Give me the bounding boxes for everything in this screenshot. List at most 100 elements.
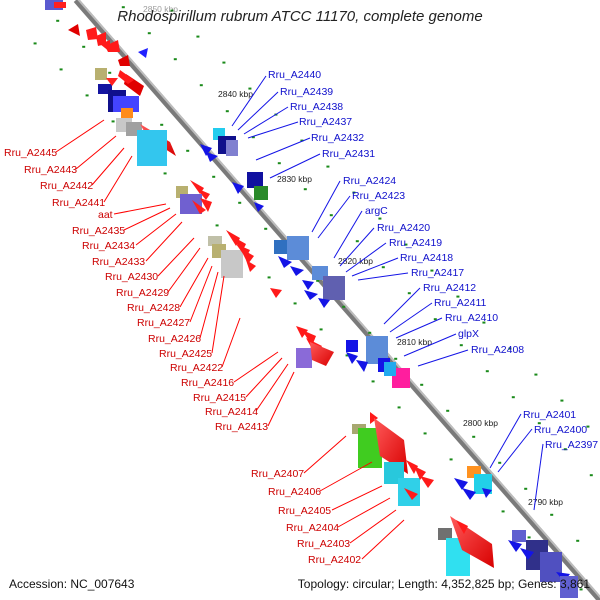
guide-dot xyxy=(459,344,463,347)
gene-label: Rru_A2402 xyxy=(308,554,361,566)
callout-line xyxy=(255,137,311,161)
guide-dot xyxy=(56,19,60,22)
guide-dot xyxy=(303,188,307,191)
guide-dot xyxy=(472,435,476,438)
guide-dot xyxy=(300,139,304,142)
callout-line xyxy=(403,333,457,357)
callout-line xyxy=(233,351,279,383)
guide-dot xyxy=(215,224,219,227)
guide-dot xyxy=(267,276,271,279)
gene-label: Rru_A2441 xyxy=(52,197,105,209)
callout-line xyxy=(317,195,351,239)
callout-line xyxy=(145,221,183,262)
guide-dot xyxy=(407,292,411,295)
gene-label: Rru_A2438 xyxy=(290,101,343,113)
guide-dot xyxy=(173,58,177,61)
callout-line xyxy=(91,147,125,186)
gene-label: Rru_A2435 xyxy=(72,225,125,237)
genome-title: Rhodospirillum rubrum ATCC 11170, comple… xyxy=(117,8,483,25)
callout-line xyxy=(389,302,433,333)
guide-dot xyxy=(264,227,268,230)
gene-label: Rru_A2414 xyxy=(205,406,258,418)
guide-dot xyxy=(225,110,229,113)
tick-label: 2820 kbp xyxy=(338,256,373,266)
guide-dot xyxy=(59,68,63,71)
callout-line xyxy=(333,210,363,259)
callout-line xyxy=(319,461,373,492)
gene-label: Rru_A2401 xyxy=(523,409,576,421)
gene-label: Rru_A2443 xyxy=(24,164,77,176)
callout-line xyxy=(303,435,347,474)
gene-label: Rru_A2437 xyxy=(299,116,352,128)
gene-label: Rru_A2427 xyxy=(137,317,190,329)
gene-label: aat xyxy=(98,209,113,221)
guide-dot xyxy=(586,425,590,428)
guide-dot xyxy=(501,510,505,513)
callout-line xyxy=(167,247,201,293)
guide-dot xyxy=(433,318,437,321)
guide-dot xyxy=(319,328,323,331)
guide-dot xyxy=(277,162,281,165)
callout-line xyxy=(189,265,213,323)
callout-line xyxy=(361,519,405,560)
guide-dot xyxy=(345,354,349,357)
guide-dot xyxy=(85,94,89,97)
guide-dot xyxy=(368,331,372,334)
gene-label: Rru_A2410 xyxy=(445,312,498,324)
gene-label: Rru_A2397 xyxy=(545,439,598,451)
callout-line xyxy=(243,106,289,135)
guide-dot xyxy=(446,409,450,412)
guide-dot xyxy=(293,302,297,305)
gene-label: Rru_A2425 xyxy=(159,348,212,360)
callout-line xyxy=(231,75,267,127)
guide-dot xyxy=(248,87,252,90)
gene-label: Rru_A2404 xyxy=(286,522,339,534)
callout-line xyxy=(339,227,375,267)
gene-features xyxy=(45,0,578,598)
gene-label: Rru_A2433 xyxy=(92,256,145,268)
guide-dot xyxy=(160,123,164,126)
guide-dot xyxy=(449,458,453,461)
guide-dot xyxy=(563,448,567,451)
gene-label: Rru_A2405 xyxy=(278,505,331,517)
guide-dot xyxy=(82,45,86,48)
callout-line xyxy=(103,155,133,203)
gene-label: Rru_A2417 xyxy=(411,267,464,279)
tick-label: 2850 kbp xyxy=(143,4,178,14)
gene-label: Rru_A2422 xyxy=(170,362,223,374)
guide-dot xyxy=(222,61,226,64)
right-gene-labels: Rru_A2440 Rru_A2439 Rru_A2438 Rru_A2437 … xyxy=(268,69,598,451)
guide-dot xyxy=(186,149,190,152)
guide-dot xyxy=(170,9,174,12)
guide-dot xyxy=(251,136,255,139)
callout-line xyxy=(383,287,421,325)
guide-dot xyxy=(378,217,382,220)
guide-dot xyxy=(352,191,356,194)
guide-dot xyxy=(108,71,112,74)
guide-dot xyxy=(33,42,37,45)
gene-label: Rru_A2406 xyxy=(268,486,321,498)
gene-label: Rru_A2428 xyxy=(127,302,180,314)
callout-line xyxy=(211,275,225,354)
guide-dot xyxy=(397,406,401,409)
guide-dot xyxy=(342,305,346,308)
gene-label: Rru_A2423 xyxy=(352,190,405,202)
gene-label: Rru_A2439 xyxy=(280,86,333,98)
left-gene-labels: Rru_A2445 Rru_A2443 Rru_A2442 Rru_A2441 … xyxy=(4,147,361,566)
callout-line xyxy=(55,119,105,153)
callout-line xyxy=(237,91,279,131)
callout-line xyxy=(395,317,443,339)
callout-line xyxy=(345,242,387,273)
tick-label: 2840 kbp xyxy=(218,89,253,99)
gene-label: Rru_A2418 xyxy=(400,252,453,264)
kbp-ticks: 2850 kbp 2840 kbp 2830 kbp 2820 kbp 2810… xyxy=(143,4,563,507)
gene-label: Rru_A2411 xyxy=(434,297,487,309)
guide-dot xyxy=(326,165,330,168)
guide-dot xyxy=(589,474,593,477)
guide-dot xyxy=(485,370,489,373)
gene-label: glpX xyxy=(458,328,479,340)
gene-label: Rru_A2412 xyxy=(423,282,476,294)
guide-dot xyxy=(420,383,424,386)
guide-dot xyxy=(381,266,385,269)
topology-summary: Topology: circular; Length: 4,352,825 bp… xyxy=(297,577,590,591)
